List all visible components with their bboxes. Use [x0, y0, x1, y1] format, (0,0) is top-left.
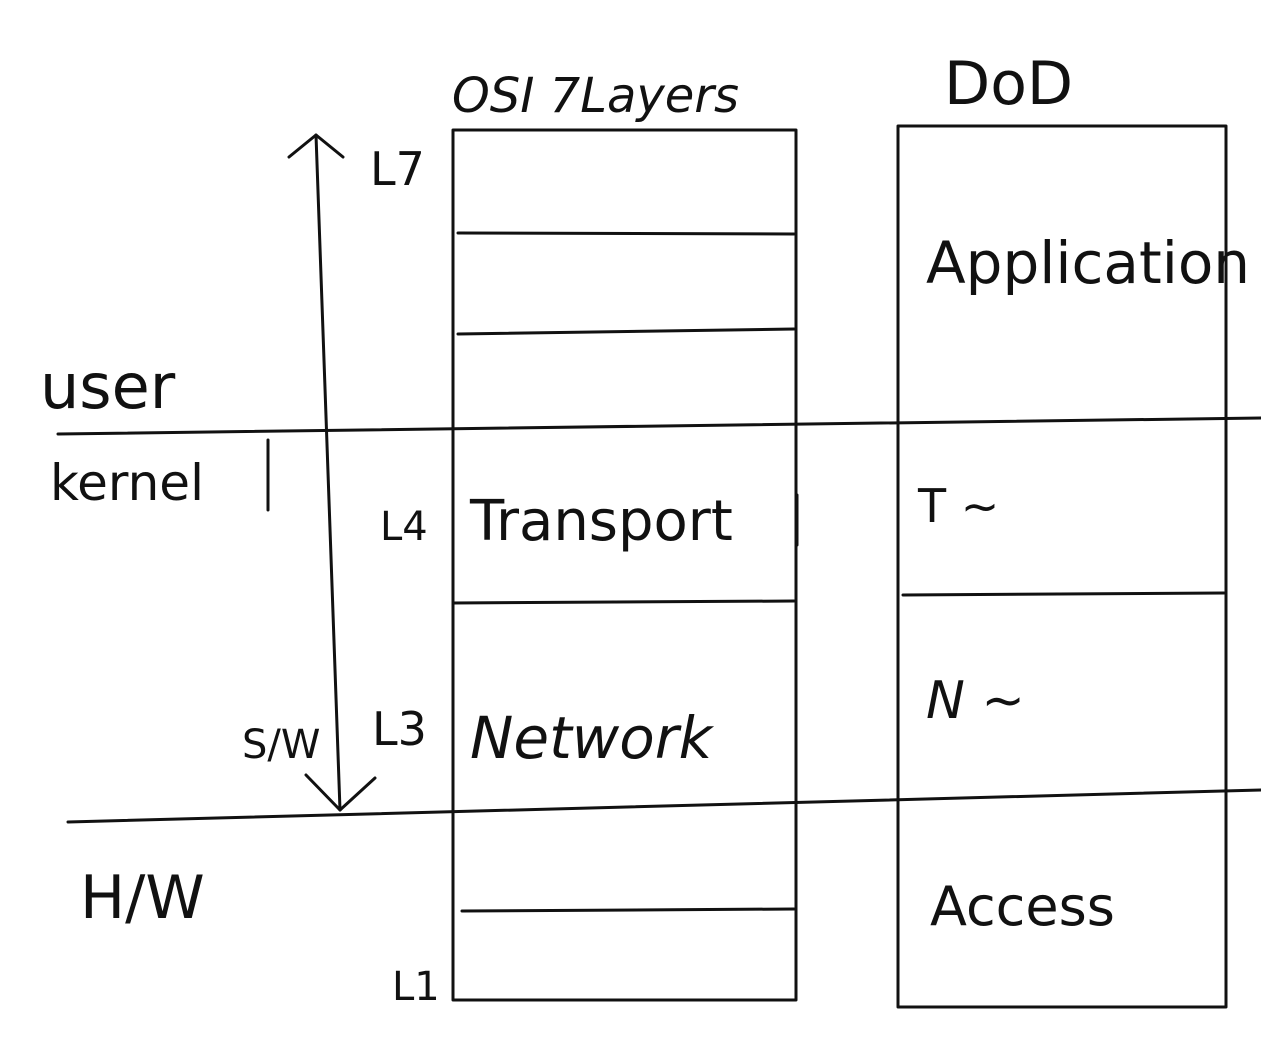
- dod-network-label: N ~: [926, 671, 1025, 731]
- osi-layer4-label: L4: [380, 504, 428, 550]
- osi-title: OSI 7Layers: [452, 68, 739, 124]
- osi-layer-divider: [460, 907, 796, 913]
- osi-network-label: Network: [470, 704, 715, 772]
- dod-access-label: Access: [930, 875, 1115, 938]
- dod-title: DoD: [944, 49, 1073, 119]
- dod-column: [896, 124, 1228, 1009]
- kernel-zone-label: kernel: [50, 454, 204, 512]
- osi-transport-label: Transport: [469, 489, 733, 554]
- osi-layer7-label: L7: [370, 142, 425, 196]
- osi-layer-divider: [456, 231, 796, 236]
- dod-layer-divider: [901, 591, 1226, 597]
- osi-column: [451, 128, 799, 1002]
- osi-layer1-label: L1: [392, 964, 440, 1010]
- dod-transport-label: T ~: [917, 479, 999, 533]
- dod-application-label: Application: [926, 229, 1250, 297]
- double-arrow-icon: [287, 133, 377, 812]
- software-zone-label: S/W: [242, 722, 320, 768]
- dod-frame: [896, 124, 1228, 1009]
- software-hardware-boundary-line: [66, 788, 1261, 824]
- osi-layer-divider: [451, 599, 796, 605]
- hardware-zone-label: H/W: [80, 863, 205, 933]
- osi-layer3-label: L3: [372, 702, 427, 756]
- osi-layer-divider: [456, 327, 796, 336]
- osi-frame: [451, 128, 798, 1002]
- user-kernel-boundary-line: [56, 416, 1261, 436]
- user-zone-label: user: [40, 350, 176, 423]
